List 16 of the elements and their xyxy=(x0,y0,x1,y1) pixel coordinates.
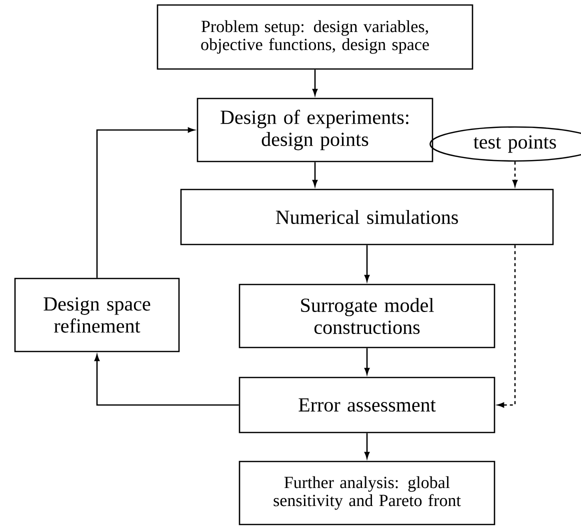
process-box: Design of experiments: design points xyxy=(196,98,434,162)
process-box: Error assessment xyxy=(238,376,496,434)
arrow xyxy=(498,245,516,408)
process-box: Design space refinement xyxy=(14,278,180,352)
arrow xyxy=(94,354,239,406)
arrow xyxy=(312,162,318,186)
arrow xyxy=(96,127,195,278)
arrow xyxy=(512,162,518,186)
arrow xyxy=(312,70,318,96)
arrow xyxy=(364,348,370,374)
process-box: Numerical simulations xyxy=(180,188,554,246)
process-box: Surrogate model constructions xyxy=(238,284,496,348)
arrow xyxy=(364,245,370,282)
process-box: Problem setup: design variables, objective functions, design space xyxy=(156,4,474,70)
process-box: Further analysis: global sensitivity and Pareto front xyxy=(238,460,496,526)
arrow xyxy=(364,433,370,458)
